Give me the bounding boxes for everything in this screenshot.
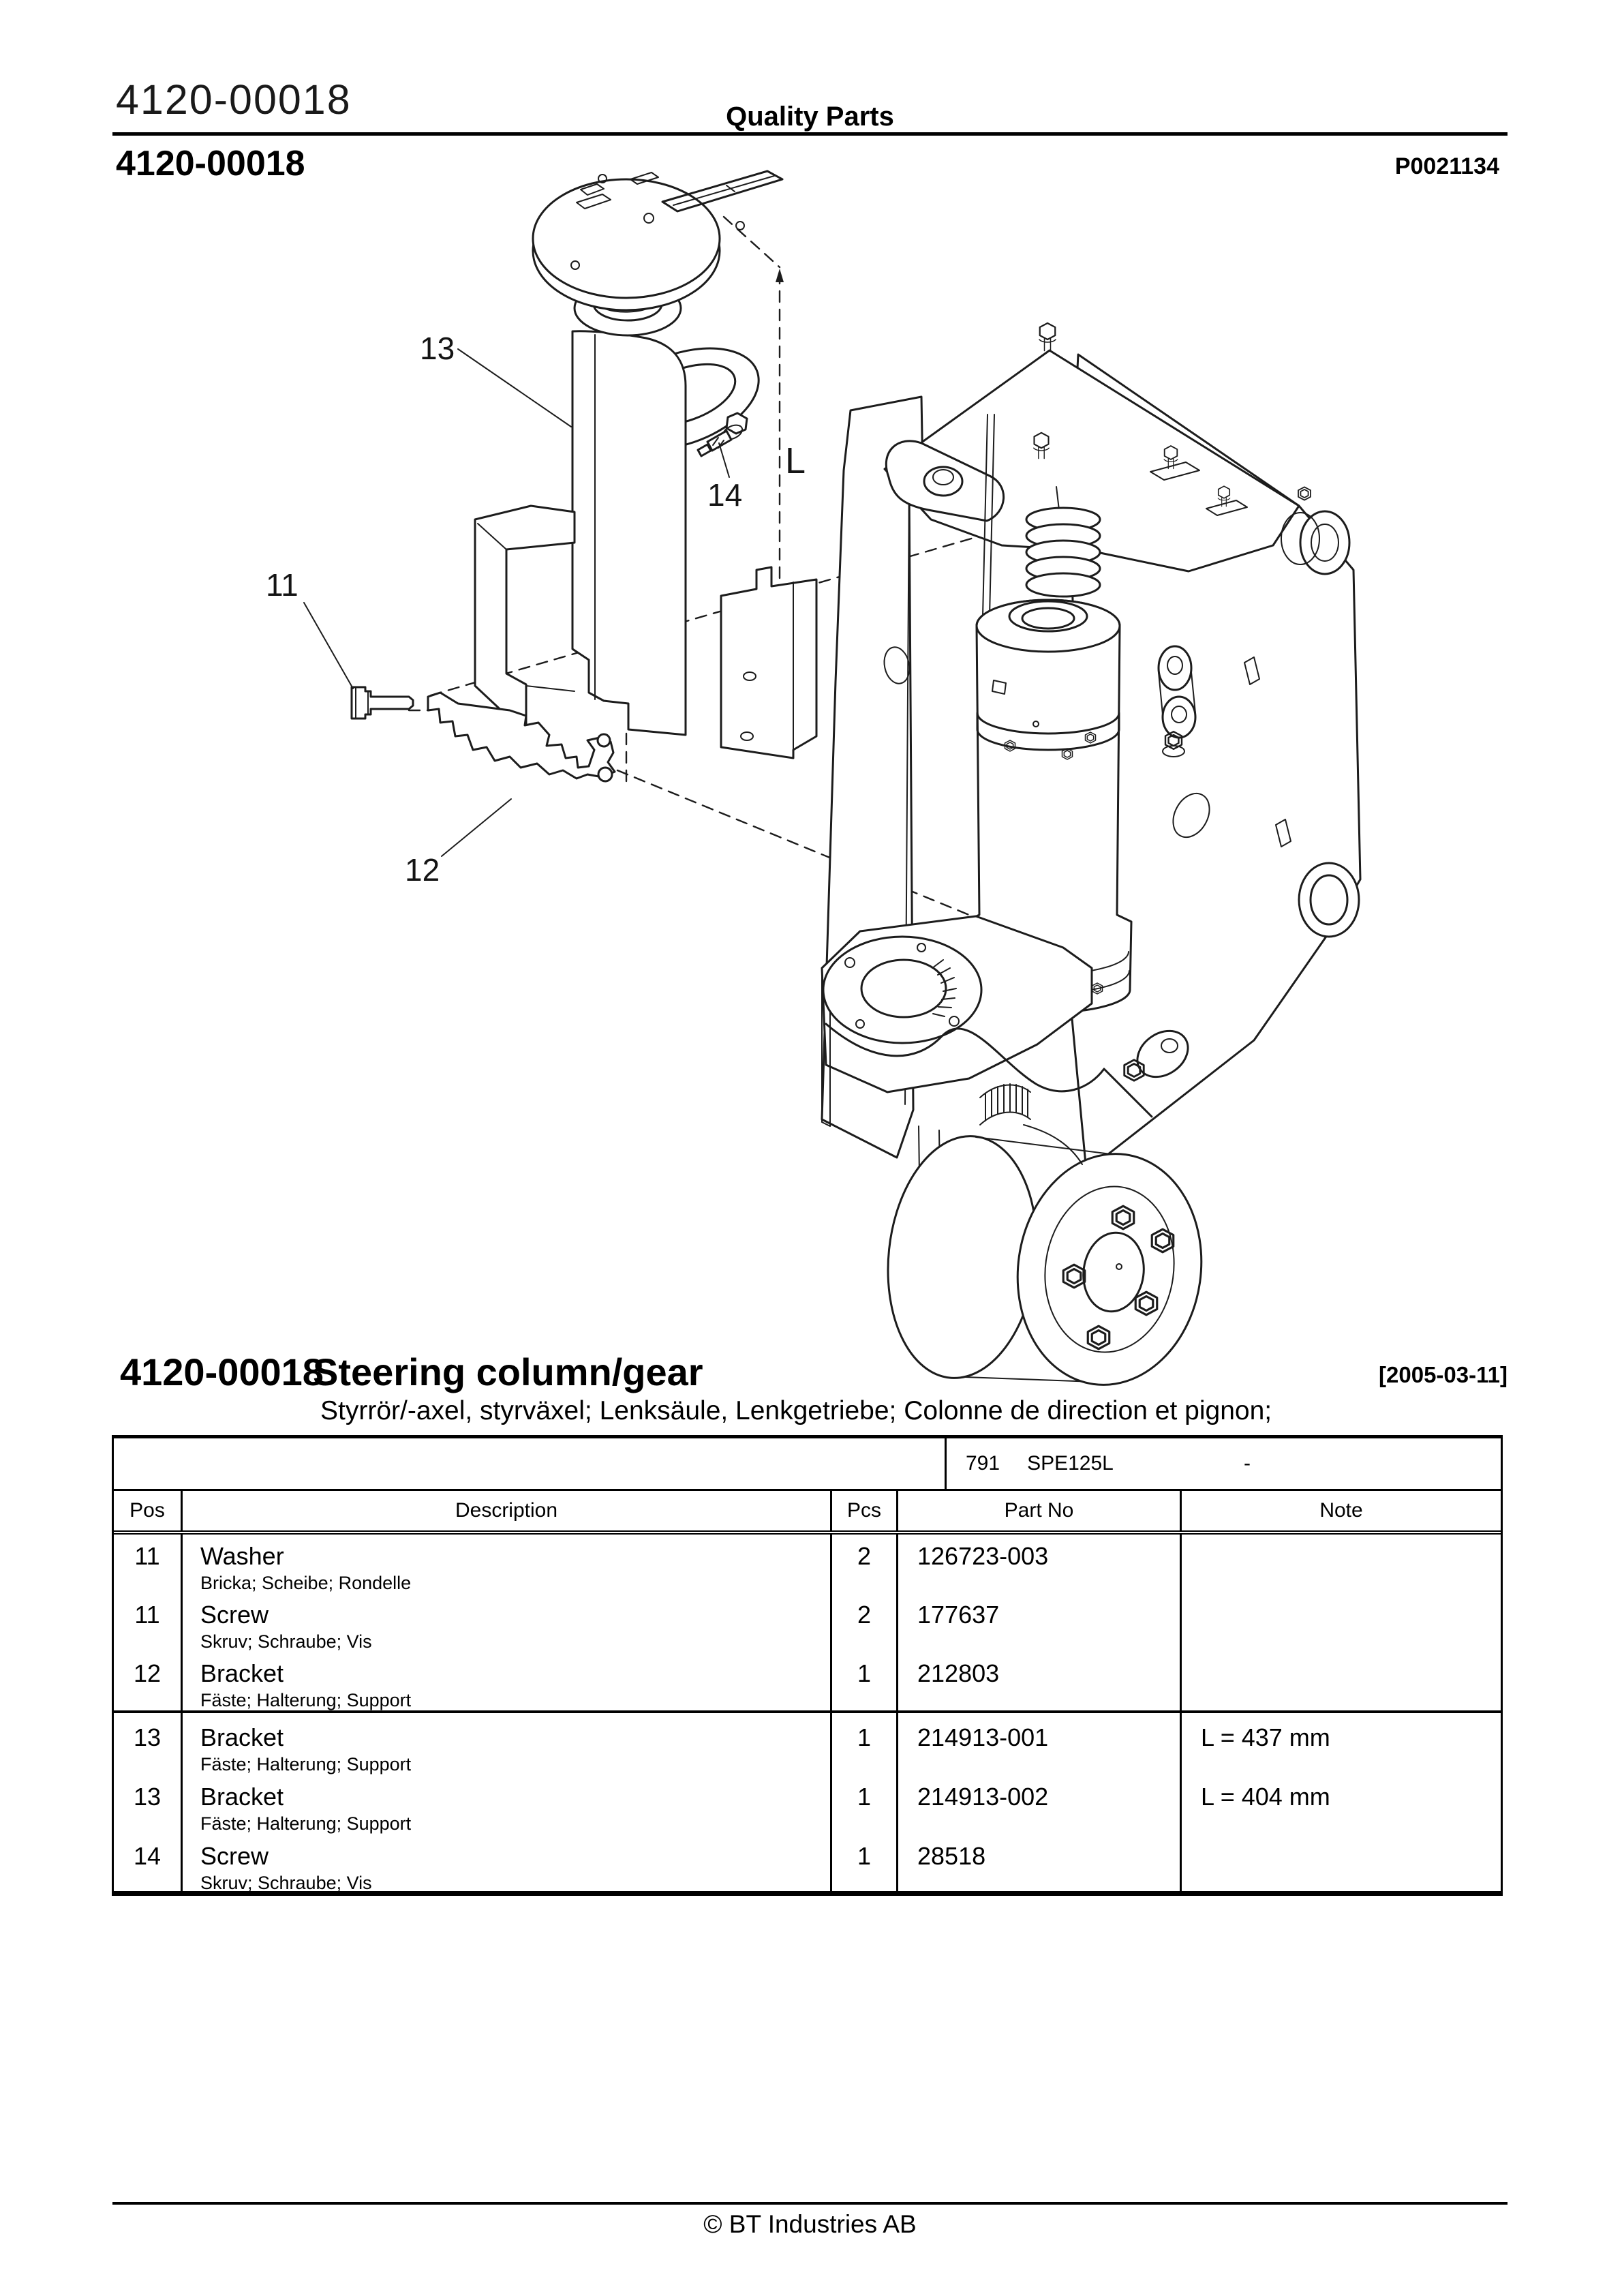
- part-name: Washer: [200, 1542, 284, 1570]
- cell-part-no: 126723-003: [898, 1535, 1182, 1593]
- cell-part-no: 212803: [898, 1652, 1182, 1710]
- cell-pcs: 2: [832, 1593, 898, 1652]
- table-header-row: Pos Description Pcs Part No Note: [114, 1491, 1501, 1535]
- part-name-translations: Skruv; Schraube; Vis: [200, 1873, 372, 1893]
- cell-pcs: 1: [832, 1772, 898, 1834]
- section-number: 4120-00018: [120, 1350, 324, 1393]
- cell-pcs: 1: [832, 1713, 898, 1774]
- part-13-steering-column: [474, 170, 818, 759]
- model-name: SPE125L: [1027, 1452, 1114, 1475]
- table-row: 12 Bracket Fäste; Halterung; Support 1 2…: [114, 1652, 1501, 1710]
- cell-part-no: 214913-001: [898, 1713, 1182, 1774]
- table-row: 11 Washer Bricka; Scheibe; Rondelle 2 12…: [114, 1535, 1501, 1593]
- part-name-translations: Fäste; Halterung; Support: [200, 1690, 412, 1710]
- cell-note: [1182, 1832, 1501, 1893]
- cell-pcs: 1: [832, 1652, 898, 1710]
- table-group-2: 13 Bracket Fäste; Halterung; Support 1 2…: [114, 1713, 1501, 1893]
- col-header-pcs: Pcs: [832, 1491, 898, 1530]
- label-13: 13: [420, 331, 455, 366]
- part-14-screw: [697, 412, 748, 457]
- part-name-translations: Fäste; Halterung; Support: [200, 1754, 412, 1774]
- table-row: 13 Bracket Fäste; Halterung; Support 1 2…: [114, 1713, 1501, 1774]
- cell-note: [1182, 1652, 1501, 1710]
- steering-gear-assembly: [821, 323, 1362, 1320]
- part-name-translations: Skruv; Schraube; Vis: [200, 1631, 372, 1652]
- col-header-pos: Pos: [114, 1491, 183, 1530]
- manual-title: Quality Parts: [726, 102, 894, 132]
- label-14: 14: [707, 477, 742, 513]
- col-header-part-no: Part No: [898, 1491, 1182, 1530]
- page-doc-number: 4120-00018: [116, 76, 352, 123]
- cell-pos: 11: [114, 1593, 183, 1652]
- header-divider: [112, 132, 1508, 136]
- cell-pos: 13: [114, 1713, 183, 1774]
- cell-pos: 12: [114, 1652, 183, 1710]
- cell-part-no: 28518: [898, 1832, 1182, 1893]
- cell-note: [1182, 1593, 1501, 1652]
- drive-wheel: [887, 1124, 1203, 1386]
- cell-pos: 14: [114, 1832, 183, 1893]
- label-12: 12: [405, 852, 440, 888]
- cell-description: Screw Skruv; Schraube; Vis: [183, 1832, 832, 1893]
- cell-pcs: 1: [832, 1832, 898, 1893]
- cell-note: [1182, 1535, 1501, 1593]
- table-row: 13 Bracket Fäste; Halterung; Support 1 2…: [114, 1772, 1501, 1834]
- model-band: 791 SPE125L -: [114, 1438, 1501, 1491]
- cell-description: Bracket Fäste; Halterung; Support: [183, 1713, 832, 1774]
- cell-description: Screw Skruv; Schraube; Vis: [183, 1593, 832, 1652]
- label-dimension-L: L: [785, 440, 806, 481]
- cell-description: Washer Bricka; Scheibe; Rondelle: [183, 1535, 832, 1593]
- cell-note: L = 437 mm: [1201, 1723, 1330, 1751]
- table-group-1: 11 Washer Bricka; Scheibe; Rondelle 2 12…: [114, 1535, 1501, 1713]
- col-header-description: Description: [183, 1491, 832, 1530]
- table-row: 14 Screw Skruv; Schraube; Vis 1 28518: [114, 1832, 1501, 1893]
- part-name: Bracket: [200, 1659, 284, 1687]
- part-name-translations: Fäste; Halterung; Support: [200, 1813, 412, 1834]
- section-subtitle: Styrrör/-axel, styrväxel; Lenksäule, Len…: [320, 1396, 1272, 1425]
- cell-description: Bracket Fäste; Halterung; Support: [183, 1772, 832, 1834]
- part-name: Bracket: [200, 1783, 284, 1811]
- part-12-bracket: [427, 691, 616, 783]
- model-dash: -: [1244, 1452, 1251, 1475]
- cell-description: Bracket Fäste; Halterung; Support: [183, 1652, 832, 1710]
- figure-doc-number: 4120-00018: [116, 144, 305, 183]
- cell-pcs: 2: [832, 1535, 898, 1593]
- table-row: 11 Screw Skruv; Schraube; Vis 2 177637: [114, 1593, 1501, 1652]
- col-header-note: Note: [1319, 1499, 1363, 1522]
- cell-pos: 13: [114, 1772, 183, 1834]
- part-name: Screw: [200, 1601, 269, 1629]
- cell-note: L = 404 mm: [1201, 1783, 1330, 1811]
- footer-divider: [112, 2202, 1508, 2205]
- model-code: 791: [966, 1452, 1000, 1475]
- cell-pos: 11: [114, 1535, 183, 1593]
- model-cell: 791 SPE125L -: [945, 1438, 1501, 1489]
- part-name-translations: Bricka; Scheibe; Rondelle: [200, 1573, 412, 1593]
- cell-part-no: 214913-002: [898, 1772, 1182, 1834]
- footer-copyright: © BT Industries AB: [703, 2210, 917, 2238]
- callout-leaders: [303, 348, 730, 857]
- parts-table: 791 SPE125L - Pos Description Pcs Part N…: [112, 1435, 1503, 1896]
- part-name: Screw: [200, 1842, 269, 1870]
- section-title: Steering column/gear: [313, 1350, 703, 1393]
- label-11: 11: [266, 567, 299, 603]
- image-code: P0021134: [1394, 153, 1499, 179]
- part-11-screw: [350, 686, 414, 720]
- cell-part-no: 177637: [898, 1593, 1182, 1652]
- section-date: [2005-03-11]: [1379, 1362, 1508, 1387]
- part-name: Bracket: [200, 1723, 284, 1751]
